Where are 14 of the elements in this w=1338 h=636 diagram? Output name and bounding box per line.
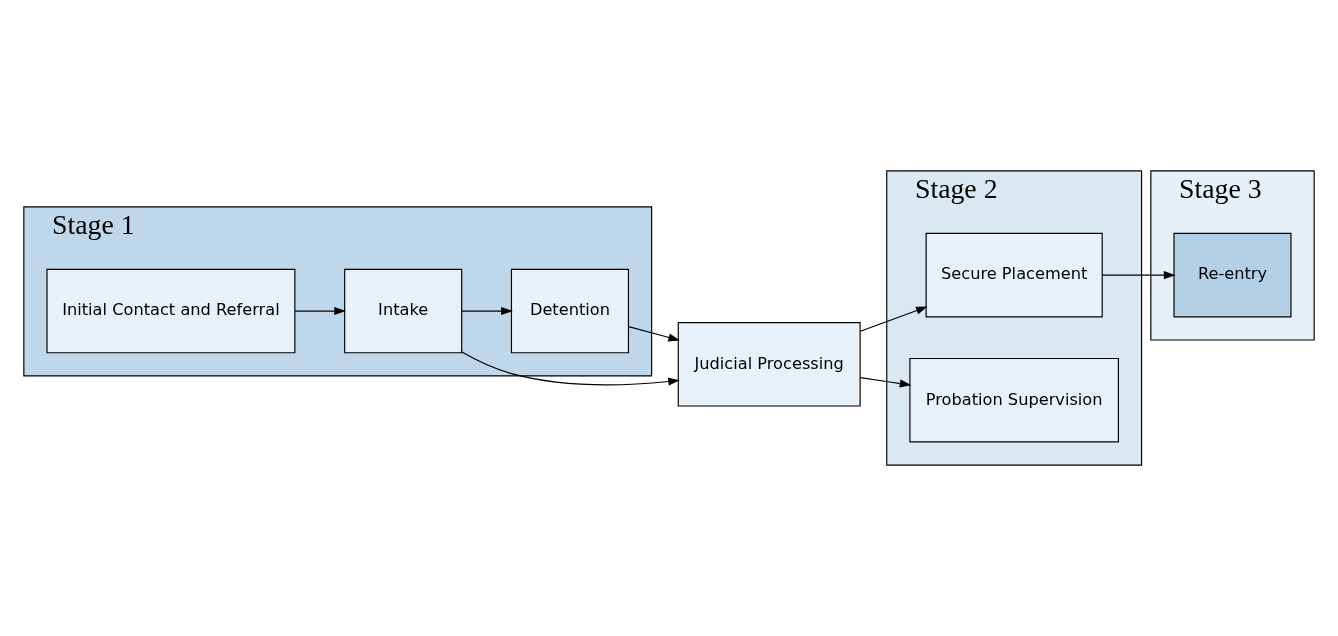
node-box: Judicial Processing — [677, 322, 861, 407]
arrow — [859, 377, 912, 388]
node-box: Intake — [344, 268, 463, 354]
node-box: Probation Supervision — [909, 357, 1119, 443]
arrow — [628, 326, 680, 342]
arrow — [1101, 271, 1176, 280]
node-box: Initial Contact and Referral — [46, 268, 296, 354]
node-box: Detention — [510, 268, 630, 354]
arrow — [461, 307, 513, 316]
arrow — [859, 306, 928, 332]
node-box: Re-entry — [1173, 232, 1292, 318]
arrow — [461, 351, 680, 386]
node-box: Secure Placement — [925, 232, 1103, 318]
arrow — [294, 307, 346, 316]
